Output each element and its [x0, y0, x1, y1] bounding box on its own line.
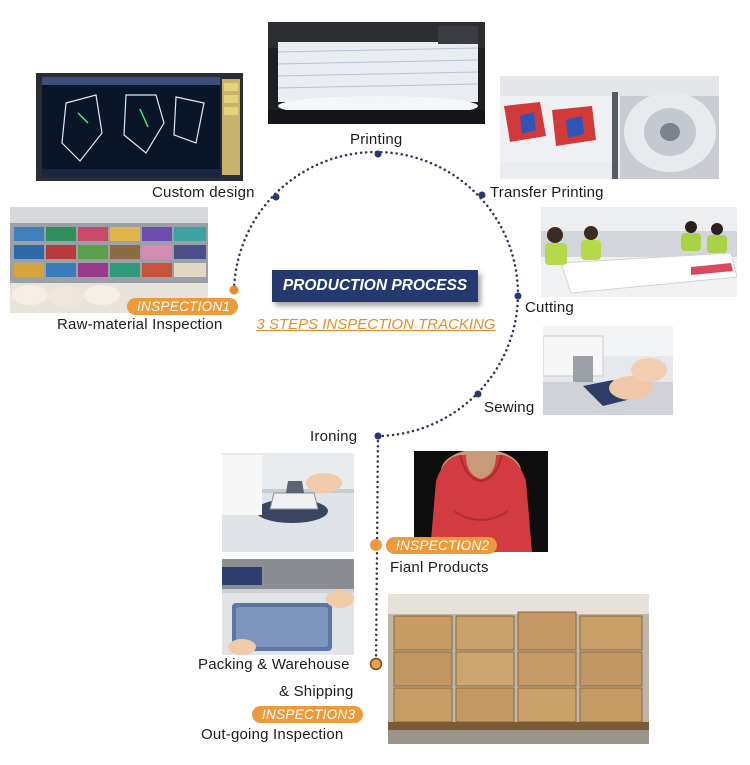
step-shipping: & Shipping — [279, 683, 354, 700]
ironing-photo — [222, 453, 354, 552]
step-raw-material-inspection: Raw-material Inspection — [57, 316, 223, 333]
diagram-subtitle: 3 STEPS INSPECTION TRACKING — [256, 316, 496, 333]
step-outgoing-inspection: Out-going Inspection — [201, 726, 344, 743]
step-transfer-printing: Transfer Printing — [490, 184, 604, 201]
sewing-photo — [543, 326, 673, 415]
step-packing: Packing & Warehouse — [198, 656, 350, 673]
node-custom-design — [272, 193, 280, 201]
node-transfer-printing — [478, 191, 486, 199]
node-raw-material — [229, 285, 239, 295]
transfer-printing-photo — [500, 76, 719, 179]
node-printing — [374, 150, 382, 158]
step-sewing: Sewing — [484, 399, 535, 416]
printing-photo — [268, 22, 485, 124]
inspection-badge-3: INSPECTION3 — [252, 706, 364, 723]
inspection-badge-2: INSPECTION2 — [386, 537, 498, 554]
final-product-photo — [414, 451, 548, 552]
step-printing: Printing — [350, 131, 403, 148]
cutting-photo — [541, 207, 737, 297]
warehouse-photo — [388, 594, 649, 744]
diagram-title: PRODUCTION PROCESS — [272, 270, 478, 302]
packing-photo — [222, 559, 354, 655]
node-packing — [369, 657, 383, 671]
raw-material-photo — [10, 207, 208, 313]
step-custom-design: Custom design — [152, 184, 255, 201]
node-ironing — [374, 432, 382, 440]
step-ironing: Ironing — [310, 428, 358, 445]
step-cutting: Cutting — [525, 299, 574, 316]
node-cutting — [514, 292, 522, 300]
step-final-products: Fianl Products — [390, 559, 489, 576]
node-sewing — [474, 390, 482, 398]
node-final-products — [370, 539, 382, 551]
custom-design-photo — [36, 73, 243, 181]
inspection-badge-1: INSPECTION1 — [127, 298, 239, 315]
